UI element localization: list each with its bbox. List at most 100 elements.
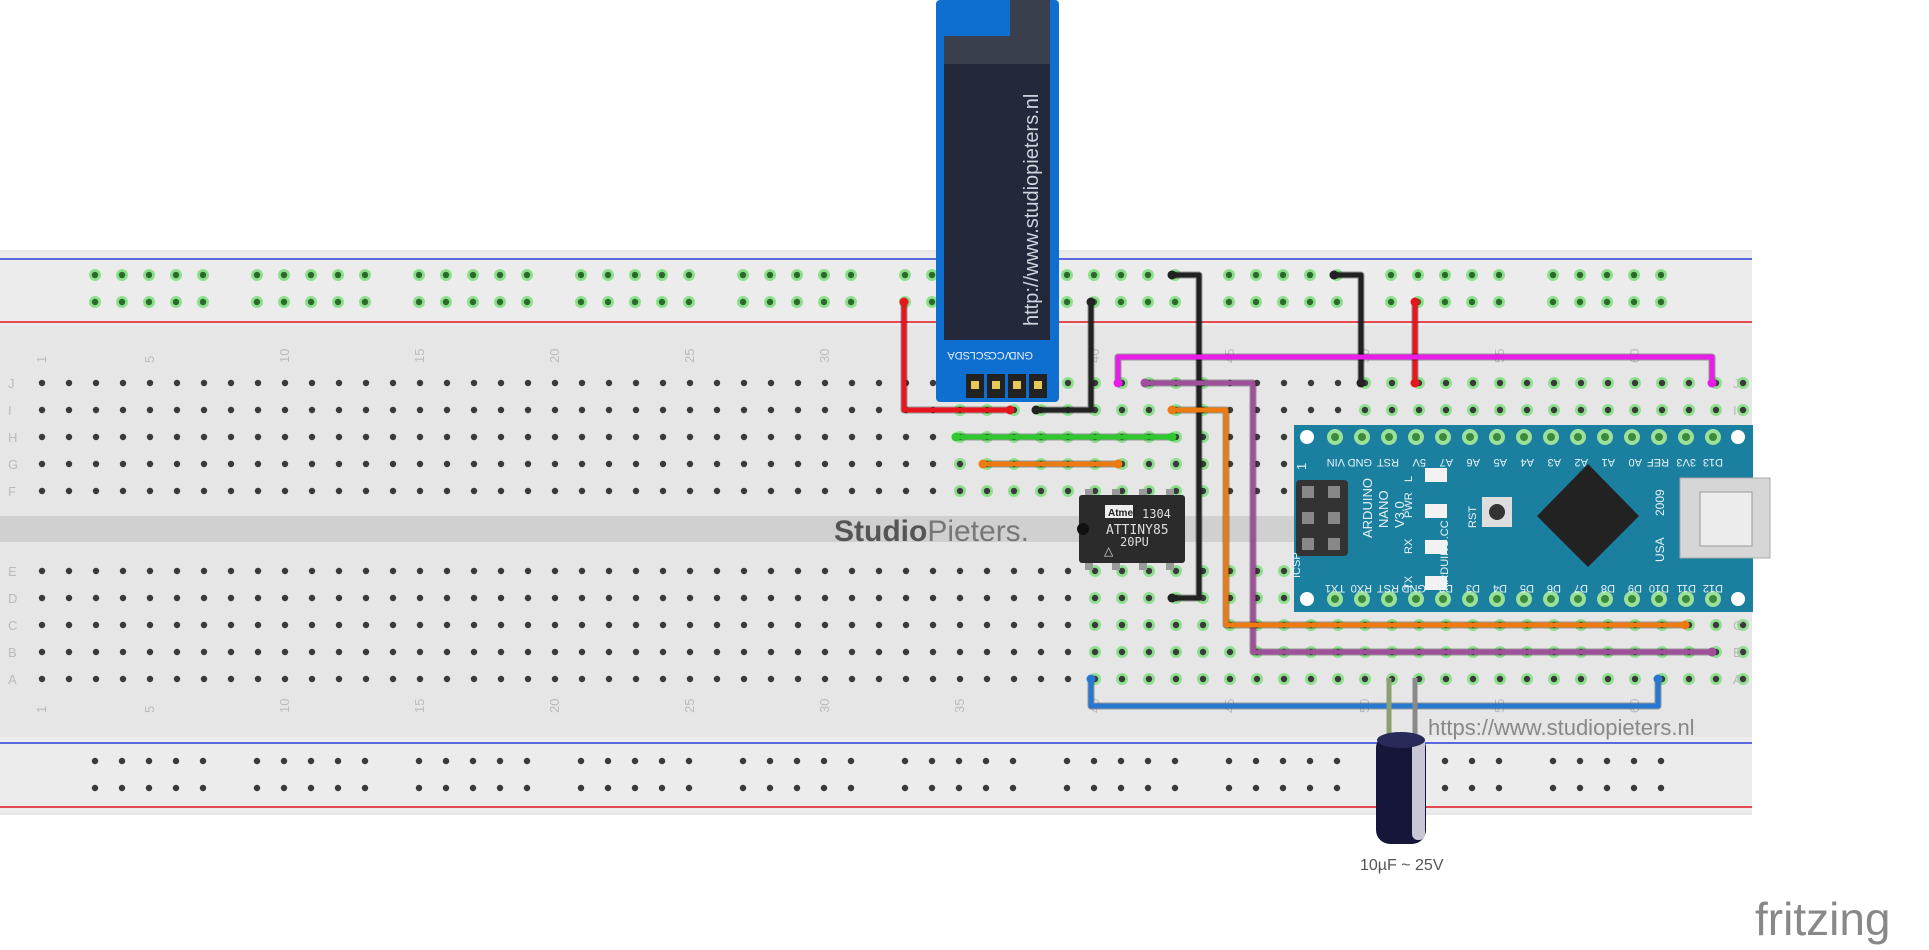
rail-hole [361, 271, 369, 279]
column-number-bottom: 5 [142, 706, 157, 713]
hole [443, 433, 451, 441]
wire-green-end [951, 432, 961, 442]
attiny-leg-bottom [1139, 560, 1147, 570]
hole [38, 460, 46, 468]
nano-bottom-pin-label: RX0 [1351, 582, 1372, 594]
capacitor: 10µF ~ 25V [1360, 678, 1444, 874]
hole [173, 648, 181, 656]
nano-bottom-pin-label: GND [1402, 582, 1427, 594]
hole [740, 567, 748, 575]
hole [794, 675, 802, 683]
hole [308, 675, 316, 683]
nano-site: ARDUINO.CC [1439, 520, 1451, 590]
hole [1064, 621, 1072, 629]
rail-hole [766, 757, 774, 765]
hole [416, 460, 424, 468]
hole [308, 433, 316, 441]
rail-hole [1117, 757, 1125, 765]
column-number-bottom: 25 [682, 699, 697, 713]
wire-black-nano-gnd-end [1356, 378, 1366, 388]
hole [713, 487, 721, 495]
hole [524, 379, 532, 387]
rail-hole [1009, 757, 1017, 765]
hole [1199, 648, 1207, 656]
rail-hole [1090, 784, 1098, 792]
rail-hole [1549, 298, 1557, 306]
hole [1118, 675, 1126, 683]
hole [443, 594, 451, 602]
rail-hole [1630, 298, 1638, 306]
hole [902, 648, 910, 656]
hole [551, 567, 559, 575]
row-letter-left: F [8, 484, 16, 499]
rail-hole [901, 271, 909, 279]
hole [1145, 567, 1153, 575]
hole [659, 433, 667, 441]
hole [1091, 594, 1099, 602]
nano-top-pin-label: 5V [1412, 456, 1426, 468]
row-letter-left: I [8, 403, 12, 418]
hole [929, 379, 937, 387]
hole [227, 433, 235, 441]
rail-hole [847, 784, 855, 792]
hole [173, 433, 181, 441]
nano-bottom-pin-label: D10 [1649, 582, 1669, 594]
hole [551, 406, 559, 414]
hole [1550, 379, 1558, 387]
rail-hole [469, 298, 477, 306]
rail-hole [631, 784, 639, 792]
hole [740, 379, 748, 387]
hole [119, 594, 127, 602]
hole [1280, 567, 1288, 575]
rail-hole [1117, 298, 1125, 306]
rail-hole [253, 271, 261, 279]
row-letter-right: A [1733, 672, 1742, 687]
hole [1010, 567, 1018, 575]
attiny-speed: 20PU [1120, 535, 1149, 549]
rail-hole [631, 298, 639, 306]
hole [362, 487, 370, 495]
hole [362, 406, 370, 414]
nano-bottom-pin-hole [1655, 595, 1663, 603]
hole [1145, 675, 1153, 683]
rail-hole [1495, 271, 1503, 279]
atmel-logo-box [1105, 505, 1133, 518]
hole [1577, 379, 1585, 387]
rail-hole [1306, 298, 1314, 306]
hole [497, 621, 505, 629]
hole [902, 621, 910, 629]
column-number-top: 10 [277, 349, 292, 363]
icsp-pin [1328, 512, 1340, 524]
hole [335, 567, 343, 575]
hole [1145, 487, 1153, 495]
hole [821, 379, 829, 387]
wire-orange [1169, 407, 1688, 628]
hole [875, 487, 883, 495]
hole [173, 406, 181, 414]
rail-hole [415, 784, 423, 792]
wire-orange-end [1167, 405, 1177, 415]
hole [740, 433, 748, 441]
hole [632, 567, 640, 575]
nano-bottom-pin-label: D8 [1601, 582, 1615, 594]
row-letter-right: C [1733, 618, 1742, 633]
hole [470, 460, 478, 468]
rail-hole [1171, 298, 1179, 306]
hole [1118, 487, 1126, 495]
hole [578, 433, 586, 441]
rail-hole [199, 271, 207, 279]
hole [848, 567, 856, 575]
hole [956, 675, 964, 683]
attiny-triangle: △ [1104, 544, 1114, 558]
nano-led [1425, 468, 1447, 482]
hole [227, 648, 235, 656]
jumper-wires [899, 270, 1717, 710]
column-number-bottom: 15 [412, 699, 427, 713]
rail-hole [172, 784, 180, 792]
nano-bottom-pin-hole [1412, 595, 1420, 603]
rail-hole [145, 784, 153, 792]
hole [929, 594, 937, 602]
hole [632, 594, 640, 602]
rail-hole [1279, 784, 1287, 792]
hole [308, 594, 316, 602]
